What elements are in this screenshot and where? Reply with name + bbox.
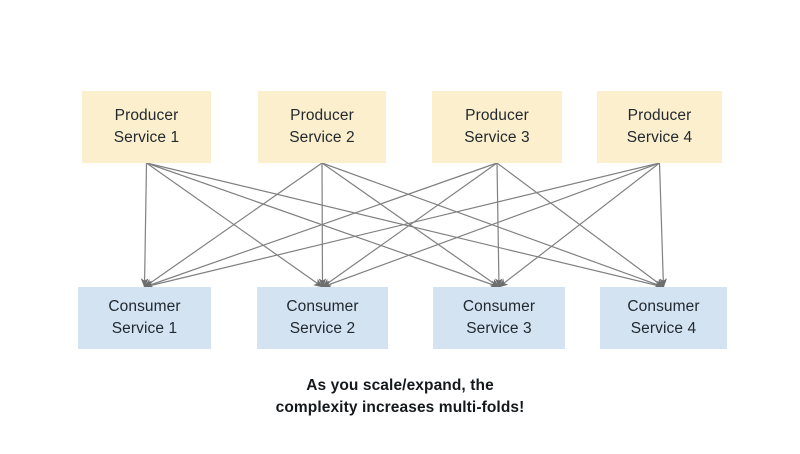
diagram-caption-line1: As you scale/expand, the	[306, 377, 494, 394]
edge-producer-1-to-consumer-4	[146, 162, 665, 289]
producer-service-1-label-line2: Service 1	[113, 129, 180, 146]
producer-service-4-label-line1: Producer	[627, 107, 692, 124]
edge-producer-1-to-consumer-2	[146, 162, 324, 288]
producer-service-3-label-line2: Service 3	[464, 129, 530, 146]
edge-producer-4-to-consumer-4	[658, 162, 668, 288]
edges-group	[140, 162, 668, 289]
producer-service-3-label-line1: Producer	[465, 107, 529, 124]
consumer-service-3-label-line1: Consumer	[462, 298, 536, 315]
producer-service-4-label-line2: Service 4	[626, 129, 693, 146]
consumer-service-4-node[interactable]: Consumer Service 4	[600, 287, 727, 349]
consumer-service-2-node[interactable]: Consumer Service 2	[257, 287, 388, 349]
producer-service-3-node[interactable]: Producer Service 3	[432, 91, 562, 163]
producer-service-1-node[interactable]: Producer Service 1	[82, 91, 211, 163]
edge-producer-3-to-consumer-2	[321, 162, 498, 288]
edge-producer-1-to-consumer-3	[146, 162, 500, 288]
edge-producer-4-to-consumer-3	[498, 162, 660, 288]
edge-producer-2-to-consumer-2	[318, 162, 327, 288]
edge-producer-3-to-consumer-1	[143, 162, 498, 288]
consumer-service-1-node[interactable]: Consumer Service 1	[78, 287, 211, 349]
consumer-service-1-label-line1: Consumer	[108, 298, 181, 315]
producer-service-1-label-line1: Producer	[114, 107, 179, 124]
edge-producer-2-to-consumer-3	[321, 162, 500, 288]
consumer-service-4-label-line2: Service 4	[630, 320, 697, 337]
edge-producer-3-to-consumer-4	[496, 162, 665, 288]
diagram-caption: As you scale/expand, the complexity incr…	[0, 375, 800, 420]
consumer-service-2-label-line1: Consumer	[286, 298, 359, 315]
edge-producer-4-to-consumer-2	[321, 162, 660, 288]
producer-service-4-node[interactable]: Producer Service 4	[597, 91, 722, 163]
consumer-service-1-label-line2: Service 1	[111, 320, 178, 337]
producer-service-2-label-line1: Producer	[290, 107, 354, 124]
consumer-service-3-label-line2: Service 3	[466, 320, 532, 337]
edge-producer-2-to-consumer-1	[143, 162, 323, 288]
producer-service-2-label-line2: Service 2	[289, 129, 355, 146]
producer-service-2-node[interactable]: Producer Service 2	[258, 91, 386, 163]
edge-producer-1-to-consumer-1	[140, 162, 149, 288]
edge-producer-2-to-consumer-4	[321, 162, 665, 288]
consumer-service-2-label-line2: Service 2	[289, 320, 356, 337]
consumer-service-3-node[interactable]: Consumer Service 3	[433, 287, 565, 349]
edge-producer-4-to-consumer-1	[143, 162, 660, 289]
consumer-service-4-label-line1: Consumer	[627, 298, 700, 315]
diagram-caption-line2: complexity increases multi-folds!	[275, 399, 525, 417]
edge-producer-3-to-consumer-3	[495, 162, 503, 288]
